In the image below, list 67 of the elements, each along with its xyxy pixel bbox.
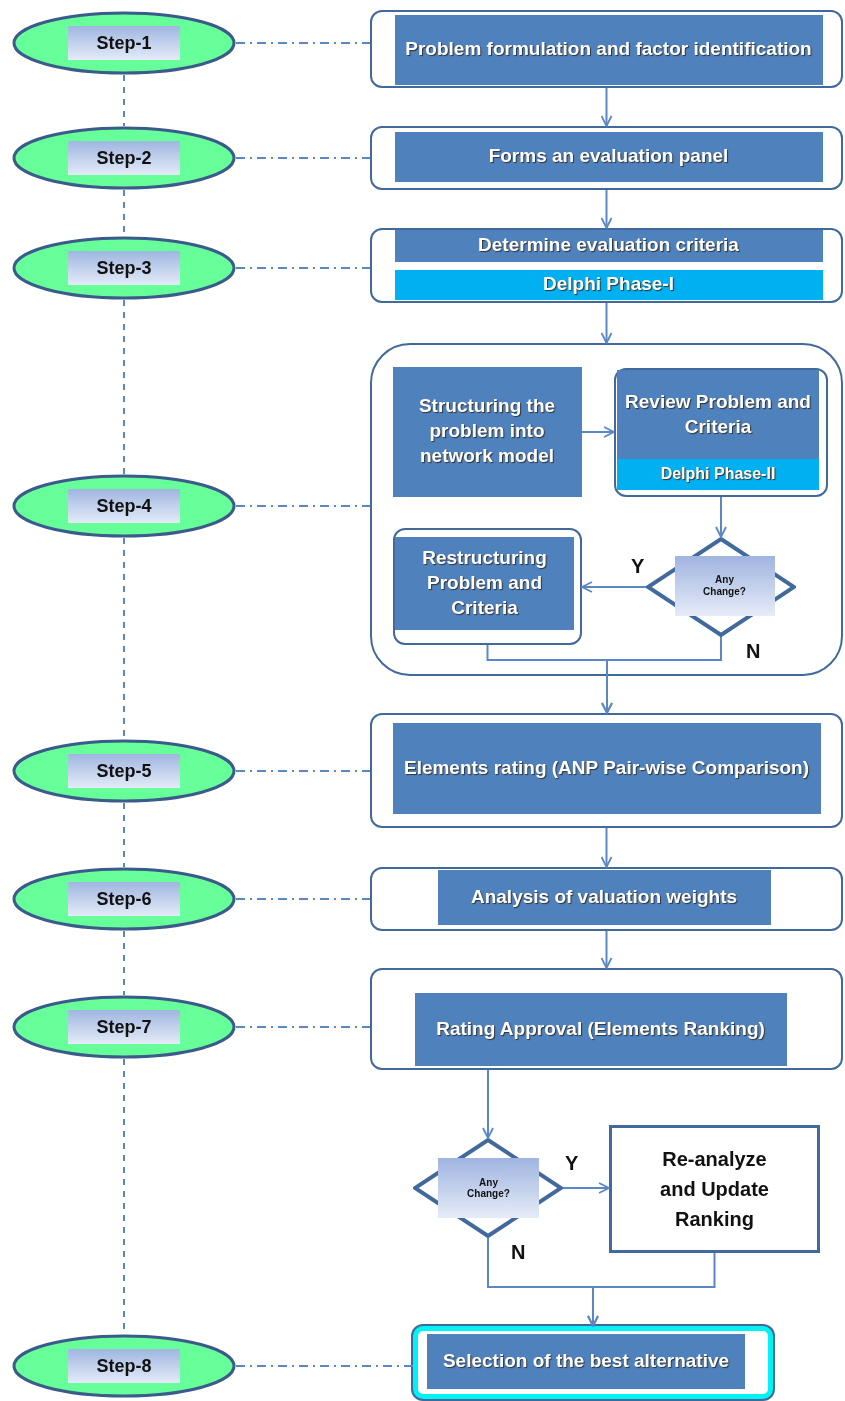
process-box: Re-analyze and Update Ranking [609, 1125, 820, 1253]
arrow [581, 581, 647, 593]
stage-box [370, 968, 843, 1070]
dashed-connector [123, 930, 125, 996]
step-ellipse [12, 995, 236, 1059]
dashed-connector [123, 74, 125, 127]
step-label: Step-3 [68, 251, 180, 285]
group-box [370, 343, 843, 676]
decision-diamond [645, 536, 796, 637]
arrow [600, 87, 613, 127]
arrow [482, 1069, 494, 1139]
decision-diamond [413, 1138, 563, 1238]
step-label: Step-6 [68, 882, 180, 916]
step-label: Step-8 [68, 1349, 180, 1383]
dashed-connector [123, 802, 125, 868]
step-ellipse [12, 1334, 236, 1398]
step-ellipse [12, 126, 236, 190]
arrow [600, 930, 613, 969]
step-label: Step-4 [68, 489, 180, 523]
arrow [715, 496, 727, 538]
stage-box [370, 126, 843, 190]
process-label: Elements rating (ANP Pair-wise Comparison) [392, 722, 821, 814]
dashed-connector [235, 770, 371, 772]
arrow [600, 302, 613, 344]
arrow [601, 636, 722, 714]
step-label: Step-2 [68, 141, 180, 175]
process-label: Restructuring Problem and Criteria [395, 537, 574, 630]
arrow [600, 189, 613, 229]
stage-box [370, 228, 843, 303]
arrow [600, 827, 613, 868]
dashed-connector [235, 267, 371, 269]
phase-label: Delphi Phase-II [617, 459, 819, 490]
stage-box [370, 713, 843, 828]
step-label: Step-7 [68, 1010, 180, 1044]
dashed-connector [235, 505, 371, 507]
stage-box [370, 10, 843, 88]
dashed-connector [235, 1365, 414, 1367]
final-step-box [413, 1326, 773, 1399]
dashed-connector [235, 157, 371, 159]
step-label: Step-1 [68, 26, 180, 60]
step-ellipse [12, 236, 236, 300]
stage-box [613, 367, 828, 497]
process-label: Determine evaluation criteria [394, 229, 823, 262]
arrow [562, 1182, 610, 1194]
process-label: Review Problem and Criteria [617, 370, 819, 459]
step-label: Step-5 [68, 754, 180, 788]
stage-box [392, 527, 582, 645]
process-label: Analysis of valuation weights [437, 869, 771, 925]
decision-label: Any Change? [438, 1158, 539, 1218]
step-ellipse [12, 867, 236, 931]
decision-label: Any Change? [674, 555, 775, 616]
phase-label: Delphi Phase-I [394, 269, 823, 300]
process-box: Structuring the problem into network model [392, 366, 582, 497]
dashed-connector [235, 42, 371, 44]
process-label: Rating Approval (Elements Ranking) [414, 992, 787, 1066]
step-ellipse [12, 11, 236, 75]
dashed-connector [123, 299, 125, 475]
arrow [587, 1252, 716, 1327]
process-label: Forms an evaluation panel [394, 131, 823, 182]
arrow [581, 426, 615, 438]
step-ellipse [12, 739, 236, 803]
dashed-connector [235, 1026, 371, 1028]
process-label: Selection of the best alternative [427, 1334, 745, 1389]
dashed-connector [235, 898, 371, 900]
step-ellipse [12, 474, 236, 538]
stage-box [370, 867, 843, 931]
process-label: Problem formulation and factor identification [394, 14, 823, 85]
